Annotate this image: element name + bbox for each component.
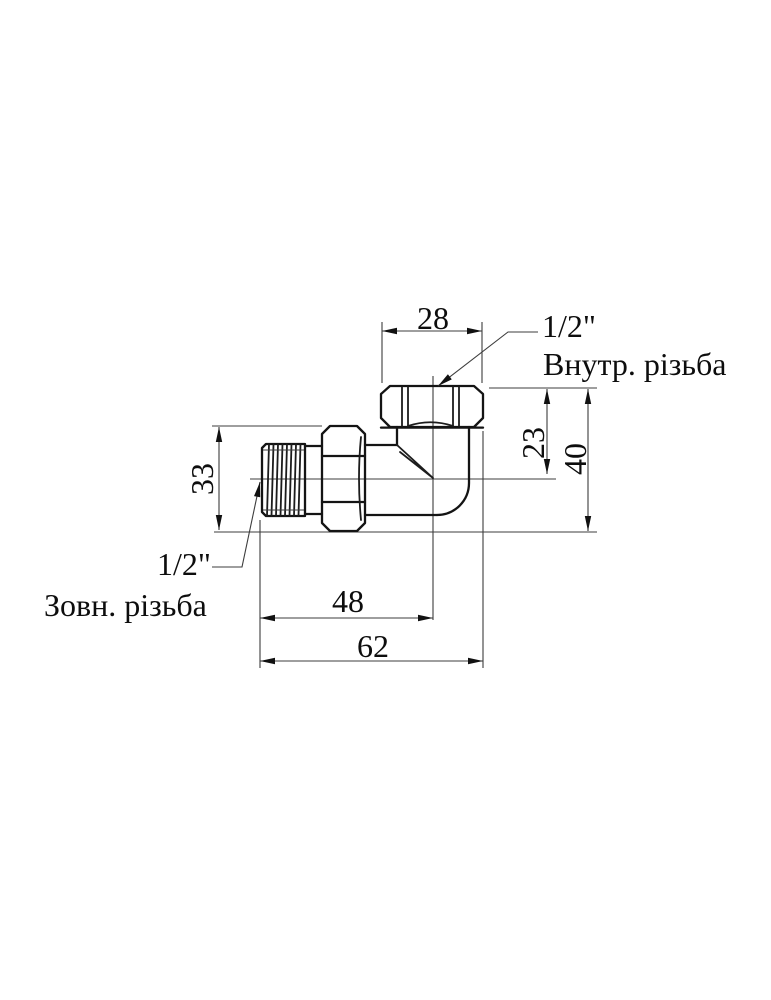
centerlines: [250, 376, 556, 620]
male-thread: [260, 442, 307, 518]
external-thread-leader-arrow: [254, 482, 261, 498]
dim-28-arrow-left: [382, 327, 397, 335]
elbow-inner-chamfer: [396, 444, 434, 479]
body-tube-edges: [363, 443, 439, 517]
callout-external-thread: 1/2" Зовн. різьба: [44, 481, 261, 623]
dim-23-arrow-top: [543, 389, 551, 404]
female-nut-facets: [401, 386, 460, 427]
internal-thread-size: 1/2": [542, 308, 596, 344]
dim-33-arrow-bottom: [215, 515, 223, 530]
dimension-33: 33: [184, 427, 223, 530]
internal-thread-leader: [437, 331, 538, 387]
dim-28-arrow-right: [467, 327, 482, 335]
dimension-40: 40: [557, 389, 593, 531]
thread-neck: [303, 444, 324, 516]
dim-33-arrow-top: [215, 427, 223, 442]
dim-62-value: 62: [357, 628, 389, 664]
dim-40-arrow-bottom: [584, 516, 592, 531]
dim-40-arrow-top: [584, 389, 592, 404]
union-nut-outline: [320, 424, 367, 533]
external-thread-leader: [212, 481, 261, 568]
dim-28-value: 28: [417, 300, 449, 336]
dim-48-arrow-right: [418, 614, 433, 622]
elbow-body: [395, 425, 471, 517]
dim-23-arrow-bottom: [543, 459, 551, 474]
female-nut-chamfer-arc: [407, 421, 454, 427]
male-thread-ridges: [266, 443, 302, 517]
dim-48-arrow-left: [260, 614, 275, 622]
dim-48-value: 48: [332, 583, 364, 619]
neck-edges: [303, 444, 324, 516]
dimension-62: 62: [260, 628, 483, 665]
body-tube: [363, 443, 439, 517]
union-nut-chamfer-arc: [358, 436, 362, 521]
internal-thread-label: Внутр. різьба: [543, 346, 726, 382]
elbow-right-edge-and-curve: [435, 425, 471, 517]
dim-62-arrow-right: [468, 657, 483, 665]
dim-40-value: 40: [557, 443, 593, 475]
extension-lines: [212, 322, 597, 668]
union-nut-facets: [320, 454, 367, 504]
dim-33-value: 33: [184, 463, 220, 495]
union-nut: [320, 424, 367, 533]
dim-23-value: 23: [515, 427, 551, 459]
male-thread-outline: [260, 442, 307, 518]
female-nut: [379, 384, 485, 429]
male-thread-root-lines: [263, 449, 304, 511]
external-thread-label: Зовн. різьба: [44, 587, 207, 623]
dimension-23: 23: [515, 389, 551, 474]
dimension-28: 28: [382, 300, 482, 336]
external-thread-size: 1/2": [157, 546, 211, 582]
internal-thread-leader-arrow: [438, 374, 452, 386]
dim-62-arrow-left: [260, 657, 275, 665]
female-nut-outline: [379, 384, 485, 429]
callout-internal-thread: 1/2" Внутр. різьба: [437, 308, 726, 387]
dimension-48: 48: [260, 583, 433, 622]
